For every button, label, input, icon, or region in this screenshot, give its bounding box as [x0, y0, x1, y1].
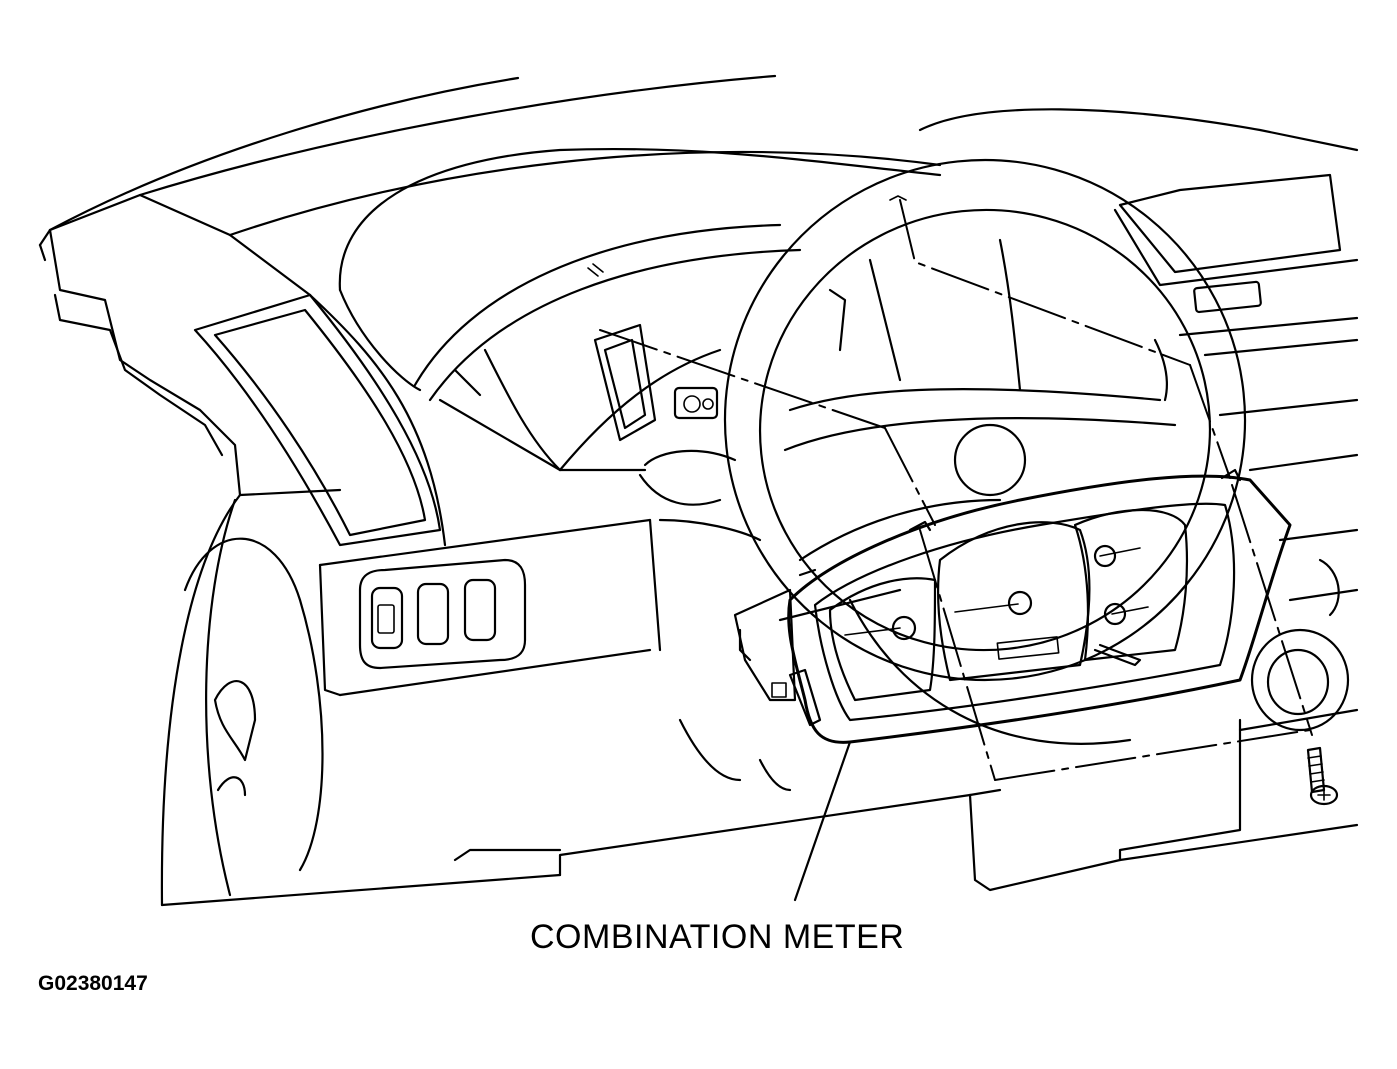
center-stack — [1113, 173, 1359, 862]
vent-panel — [193, 293, 442, 547]
left-dash-side — [38, 193, 562, 907]
switch-panel — [358, 558, 527, 670]
screw-icon — [1306, 746, 1339, 806]
combination-meter — [733, 468, 1292, 744]
combination-meter-label: COMBINATION METER — [530, 918, 905, 956]
lower-dash-right — [453, 718, 1122, 892]
steering-wheel — [723, 158, 1247, 745]
guide-lines — [587, 195, 1313, 781]
callout-leader — [793, 740, 852, 902]
lower-dash — [238, 293, 762, 697]
windshield-lines — [48, 74, 1359, 237]
figure-code: G02380147 — [38, 972, 148, 995]
meter-hood — [338, 147, 942, 472]
center-vent — [593, 323, 737, 506]
